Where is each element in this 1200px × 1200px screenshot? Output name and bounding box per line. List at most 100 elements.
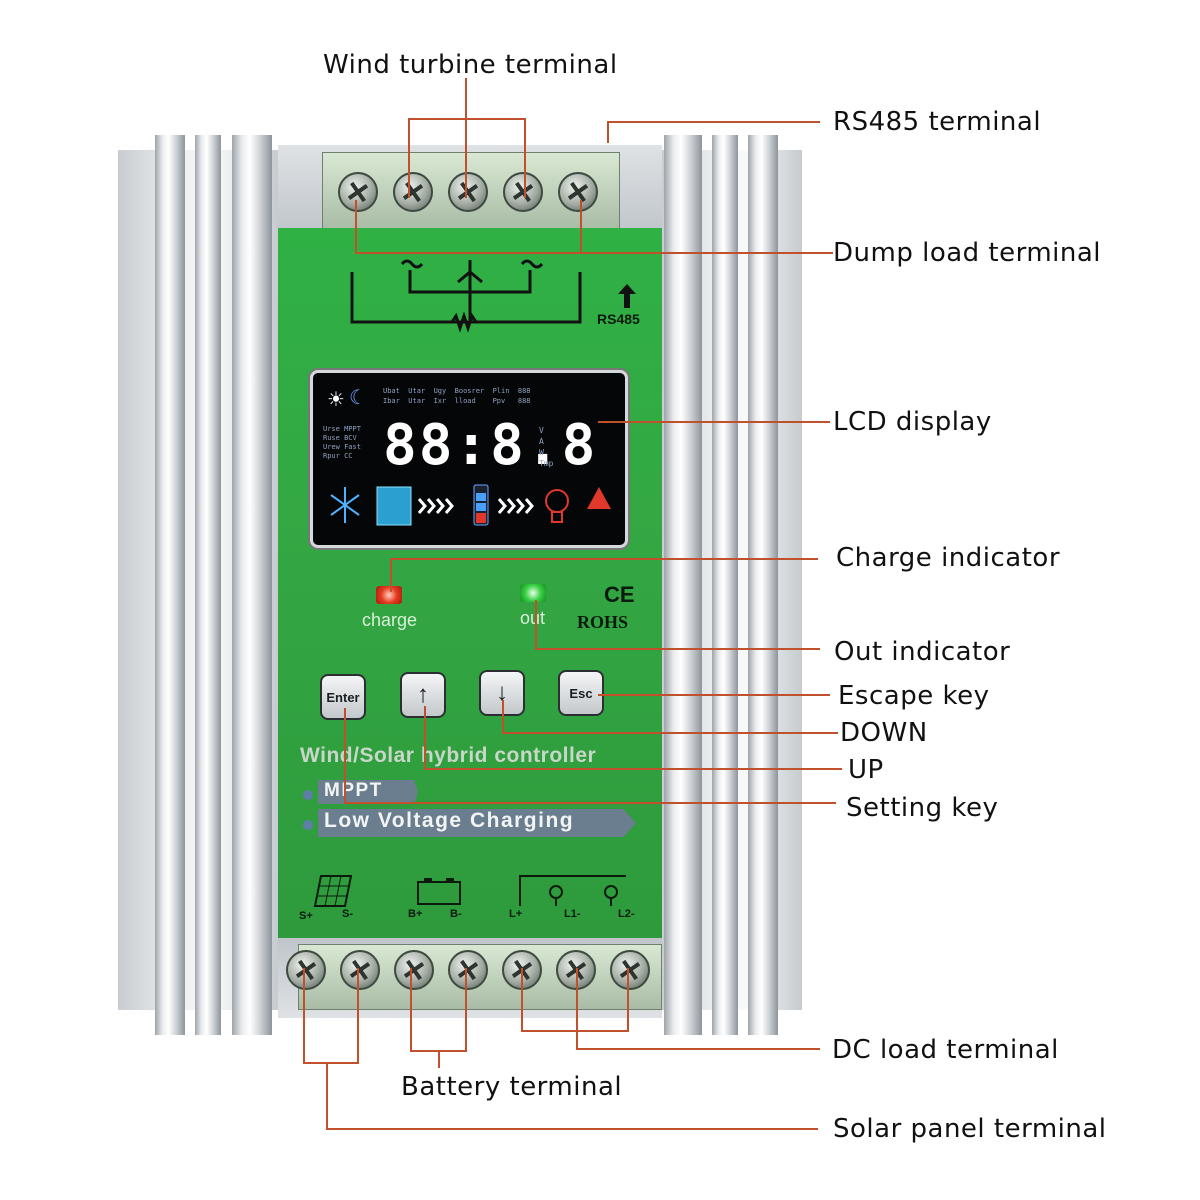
leader-line [576,968,578,1050]
label-escape-key: Escape key [838,681,990,711]
out-led-label: out [520,608,546,628]
solar-panel-icon [313,875,353,907]
screw[interactable] [340,950,380,990]
arrow-up-icon [618,284,636,308]
leader-line [576,1048,820,1050]
lcd-row-2: Ibar Utar Ixr lload Ppv 888 [383,397,531,405]
screw[interactable] [286,950,326,990]
label-charge-indicator: Charge indicator [836,543,1061,573]
label-setting-key: Setting key [846,793,999,823]
label-solar-panel-terminal: Solar panel terminal [833,1114,1107,1144]
leader-line [465,968,467,1052]
leader-line [598,421,830,423]
leader-line [357,968,359,1064]
charge-led [376,586,402,604]
lcd-digits: 88:8.8 [383,413,598,478]
moon-icon: ☾ [349,385,367,409]
leader-line [502,732,838,734]
terminal-label-b-plus: B+ [408,908,423,920]
leader-line [326,1128,818,1130]
terminal-label-l-plus: L+ [509,908,523,920]
heatsink-fin [155,135,185,1035]
label-battery-terminal: Battery terminal [401,1072,623,1102]
low-voltage-banner: Low Voltage Charging [318,809,636,837]
screw[interactable] [503,172,543,212]
dc-load-lamp-icon [519,875,626,906]
heatsink-fin [712,135,738,1035]
leader-line [424,706,426,770]
enter-key[interactable]: Enter [320,674,366,720]
leader-line [438,1050,440,1068]
label-lcd-display: LCD display [833,407,992,437]
battery-icon [417,878,461,905]
terminal-label-b-minus: B- [450,908,462,920]
lcd-status-icons [330,484,611,526]
bullet-dot [303,820,313,830]
leader-line [303,1062,359,1064]
leader-line [326,1062,328,1130]
ce-mark: CE [604,582,635,607]
leader-line [580,200,582,254]
heatsink-fin [232,135,272,1035]
screw[interactable] [610,950,650,990]
terminal-label-s-plus: S+ [299,910,313,922]
screw[interactable] [338,172,378,212]
heatsink-fin [664,135,702,1035]
leader-line [303,968,305,1064]
leader-line [344,708,346,804]
charge-led-label: charge [362,610,418,630]
leader-line [355,252,833,254]
leader-line [410,968,412,1052]
leader-line [390,558,392,592]
sun-icon: ☀ [327,387,345,411]
lcd-row-1: Ubat Utar Ugy Boosrer Plin 888 [383,387,531,395]
lcd-units: V A W Tmp [539,426,554,468]
wind-turbine-schematic-icon [350,259,582,333]
label-dc-load-terminal: DC load terminal [832,1035,1059,1065]
lcd-screen: ☀ ☾ Ubat Utar Ugy Boosrer Plin 888 Ibar … [310,370,628,548]
screw[interactable] [448,172,488,212]
leader-line [355,200,357,254]
leader-line [424,768,842,770]
leader-line [408,118,526,120]
heatsink-fin [195,135,221,1035]
up-key[interactable]: ↑ [400,672,446,718]
screw[interactable] [393,172,433,212]
screw[interactable] [558,172,598,212]
out-led [520,584,546,602]
leader-line [408,118,410,198]
esc-key[interactable]: Esc [558,670,604,716]
label-up: UP [848,755,884,785]
terminal-label-s-minus: S- [342,908,353,920]
leader-line [627,968,629,1032]
product-title: Wind/Solar hybrid controller [300,744,597,767]
mppt-banner: MPPT [318,780,418,804]
leader-line [535,648,820,650]
leader-line [502,700,504,734]
rs485-label: RS485 [597,311,640,327]
terminal-label-l1-minus: L1- [564,908,581,920]
label-wind-turbine-terminal: Wind turbine terminal [323,50,618,80]
down-key[interactable]: ↓ [479,670,525,716]
label-down: DOWN [840,718,928,748]
label-rs485-terminal: RS485 terminal [833,107,1042,137]
lcd-left-column: Urse MPPT Ruse BCV Urew Fast Rpur CC [323,425,361,460]
leader-line [607,121,609,143]
screw[interactable] [448,950,488,990]
leader-line [598,694,830,696]
heatsink-fin [748,135,778,1035]
leader-line [390,558,818,560]
leader-line [521,968,523,1032]
rohs-mark: ROHS [577,612,629,632]
leader-line [607,121,820,123]
leader-line [521,1030,629,1032]
terminal-label-l2-minus: L2- [618,908,635,920]
bullet-dot [303,790,313,800]
leader-line [524,118,526,198]
leader-line [344,802,836,804]
leader-line [535,600,537,650]
leader-line [465,78,467,198]
label-out-indicator: Out indicator [834,637,1011,667]
screw[interactable] [394,950,434,990]
label-dump-load-terminal: Dump load terminal [833,238,1102,268]
